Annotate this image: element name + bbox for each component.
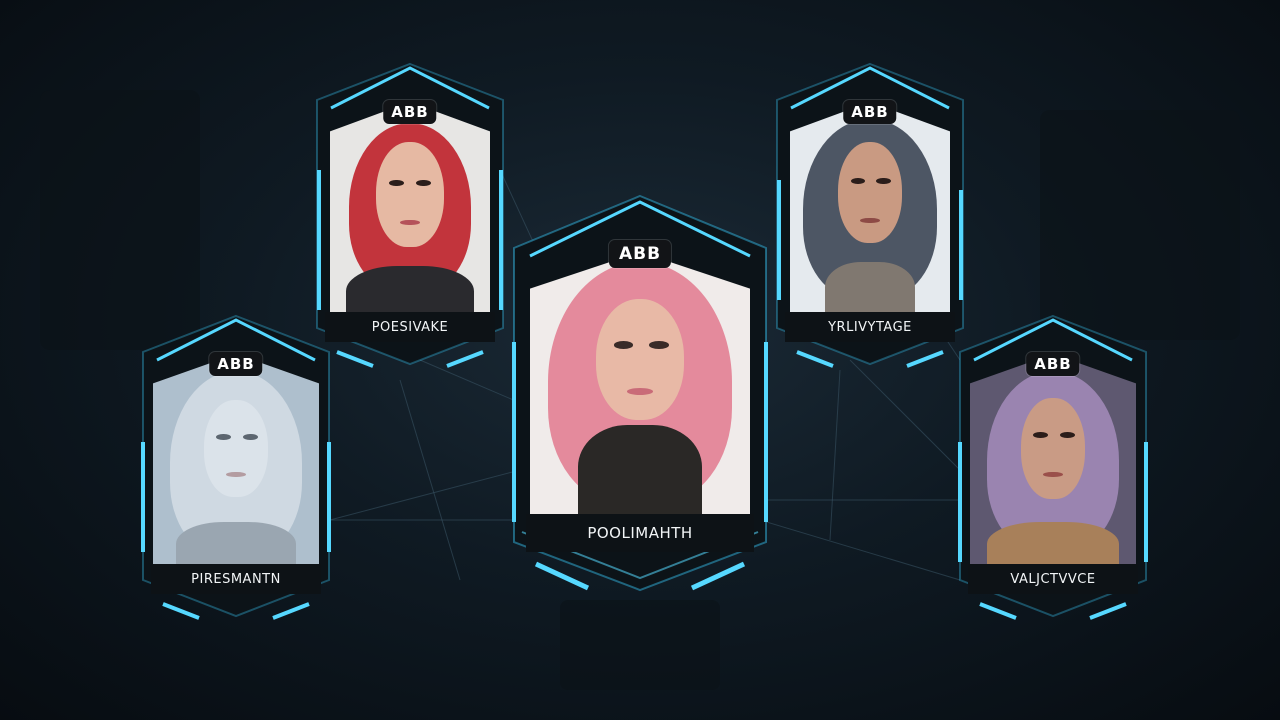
character-card-bottom-right[interactable]: ABB VALJCTVVCE — [956, 312, 1150, 632]
character-name: POESIVAKE — [371, 320, 449, 335]
character-portrait — [530, 252, 750, 514]
character-card-top-left[interactable]: ABB POESIVAKE — [313, 60, 507, 380]
character-badge: ABB — [608, 240, 672, 268]
character-name: VALJCTVVCE — [1010, 572, 1096, 587]
character-name: POOLIMAHTH — [587, 524, 693, 542]
character-badge: ABB — [209, 352, 263, 376]
character-card-top-right[interactable]: ABB YRLIVYTAGE — [773, 60, 967, 380]
character-card-center[interactable]: ABB POOLIMAHTH — [508, 192, 772, 602]
character-name: YRLIVYTAGE — [828, 320, 912, 335]
character-portrait — [970, 354, 1136, 564]
character-card-bottom-left[interactable]: ABB PIRESMANTN — [139, 312, 333, 632]
character-portrait — [330, 102, 490, 312]
character-portrait — [153, 354, 319, 564]
character-badge: ABB — [1026, 352, 1080, 376]
character-badge: ABB — [843, 100, 897, 124]
character-name: PIRESMANTN — [191, 572, 281, 587]
character-portrait — [790, 102, 950, 312]
character-badge: ABB — [383, 100, 437, 124]
